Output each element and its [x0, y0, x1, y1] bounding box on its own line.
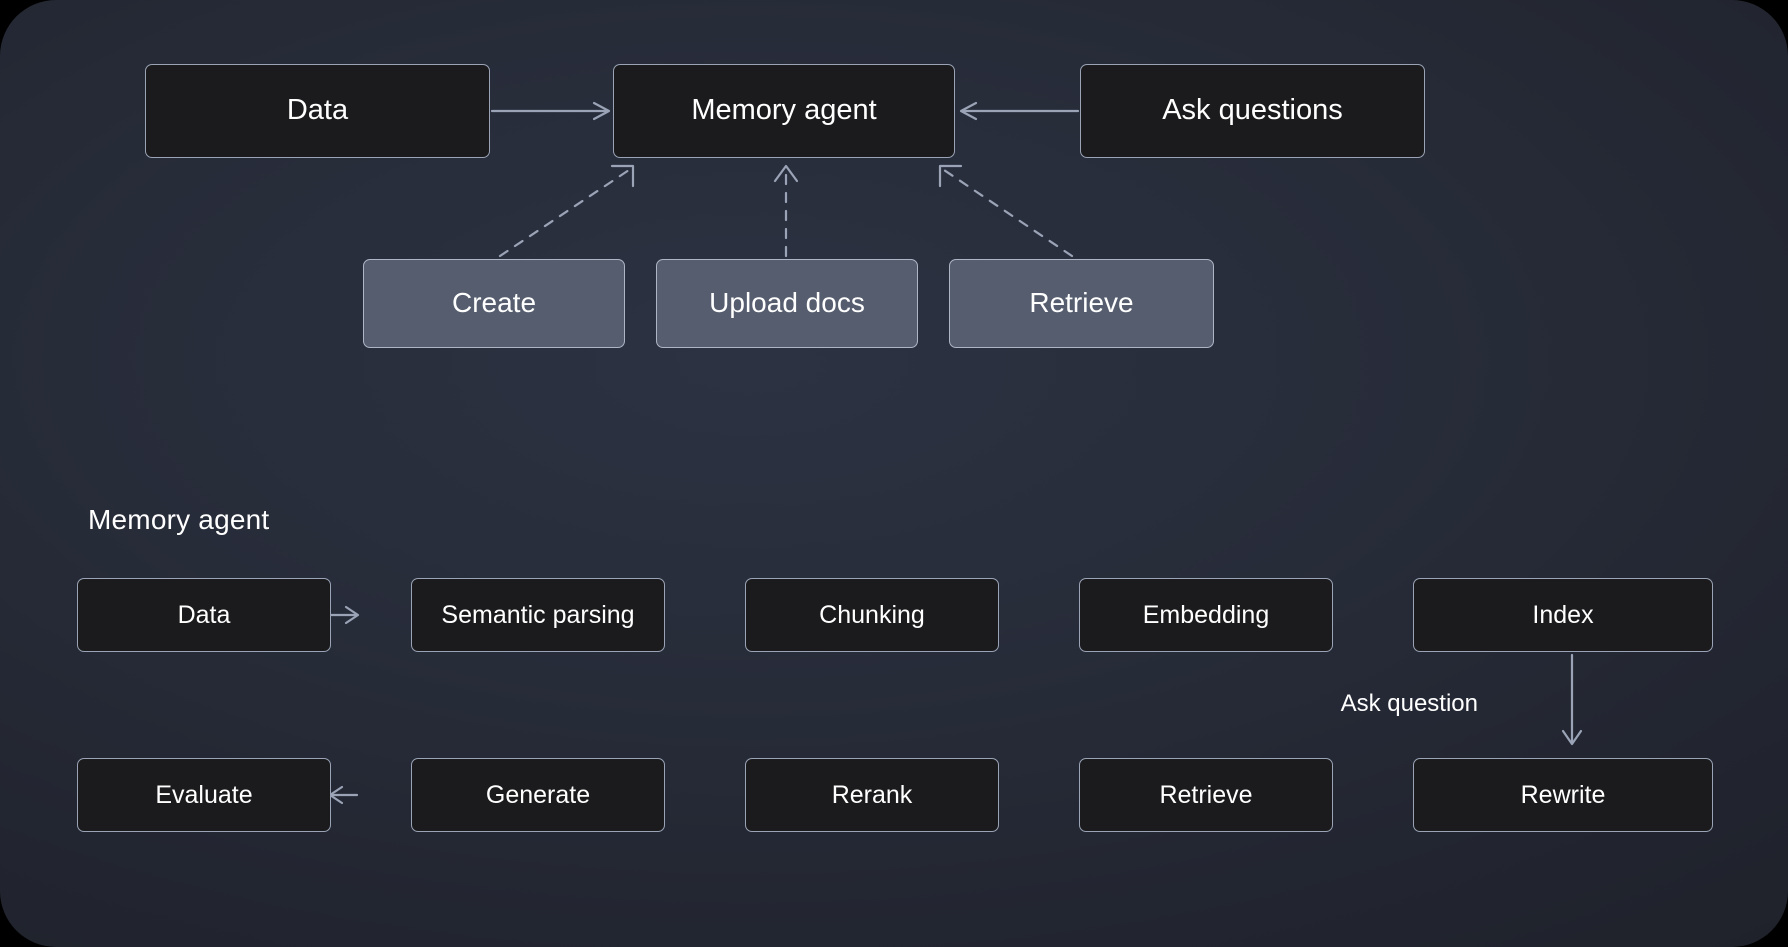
edge-ask-questions-to-memory-agent	[959, 101, 1080, 121]
node-label: Data	[177, 600, 231, 629]
node-pipeline-index[interactable]: Index	[1413, 578, 1713, 652]
node-pipeline-rewrite[interactable]: Rewrite	[1413, 758, 1713, 832]
node-label: Chunking	[819, 600, 925, 629]
node-pipeline-embedding[interactable]: Embedding	[1079, 578, 1333, 652]
node-memory-agent[interactable]: Memory agent	[613, 64, 955, 158]
node-label: Rewrite	[1520, 780, 1606, 809]
edge-retrieve-to-memory-agent	[938, 164, 1074, 258]
edge-data-to-memory-agent	[490, 101, 611, 121]
node-upload-docs[interactable]: Upload docs	[656, 259, 918, 348]
node-label: Embedding	[1142, 600, 1270, 629]
node-create[interactable]: Create	[363, 259, 625, 348]
node-label: Memory agent	[691, 94, 877, 127]
section-label-memory-agent: Memory agent	[88, 504, 270, 535]
node-data-top[interactable]: Data	[145, 64, 490, 158]
node-ask-questions[interactable]: Ask questions	[1080, 64, 1425, 158]
node-label: Retrieve	[1029, 287, 1134, 319]
node-label: Retrieve	[1159, 780, 1253, 809]
edge-create-to-memory-agent	[498, 164, 635, 258]
edge-upload-docs-to-memory-agent	[773, 164, 799, 258]
node-label: Create	[451, 287, 537, 319]
node-label: Data	[286, 94, 349, 127]
node-label: Index	[1532, 600, 1594, 629]
edge-data-to-semantic-parsing	[329, 605, 360, 625]
edge-label-ask-question: Ask question	[1340, 690, 1478, 717]
node-label: Rerank	[831, 780, 913, 809]
node-retrieve-top[interactable]: Retrieve	[949, 259, 1214, 348]
node-pipeline-data[interactable]: Data	[77, 578, 331, 652]
node-label: Semantic parsing	[441, 600, 635, 629]
node-pipeline-evaluate[interactable]: Evaluate	[77, 758, 331, 832]
node-label: Generate	[485, 780, 591, 809]
node-label: Evaluate	[155, 780, 253, 809]
edge-generate-to-evaluate	[328, 785, 359, 805]
node-pipeline-semantic-parsing[interactable]: Semantic parsing	[411, 578, 665, 652]
node-pipeline-retrieve[interactable]: Retrieve	[1079, 758, 1333, 832]
node-pipeline-chunking[interactable]: Chunking	[745, 578, 999, 652]
node-pipeline-rerank[interactable]: Rerank	[745, 758, 999, 832]
node-pipeline-generate[interactable]: Generate	[411, 758, 665, 832]
node-label: Ask questions	[1162, 94, 1343, 127]
edge-index-to-rewrite	[1561, 653, 1583, 746]
node-label: Upload docs	[709, 287, 865, 319]
